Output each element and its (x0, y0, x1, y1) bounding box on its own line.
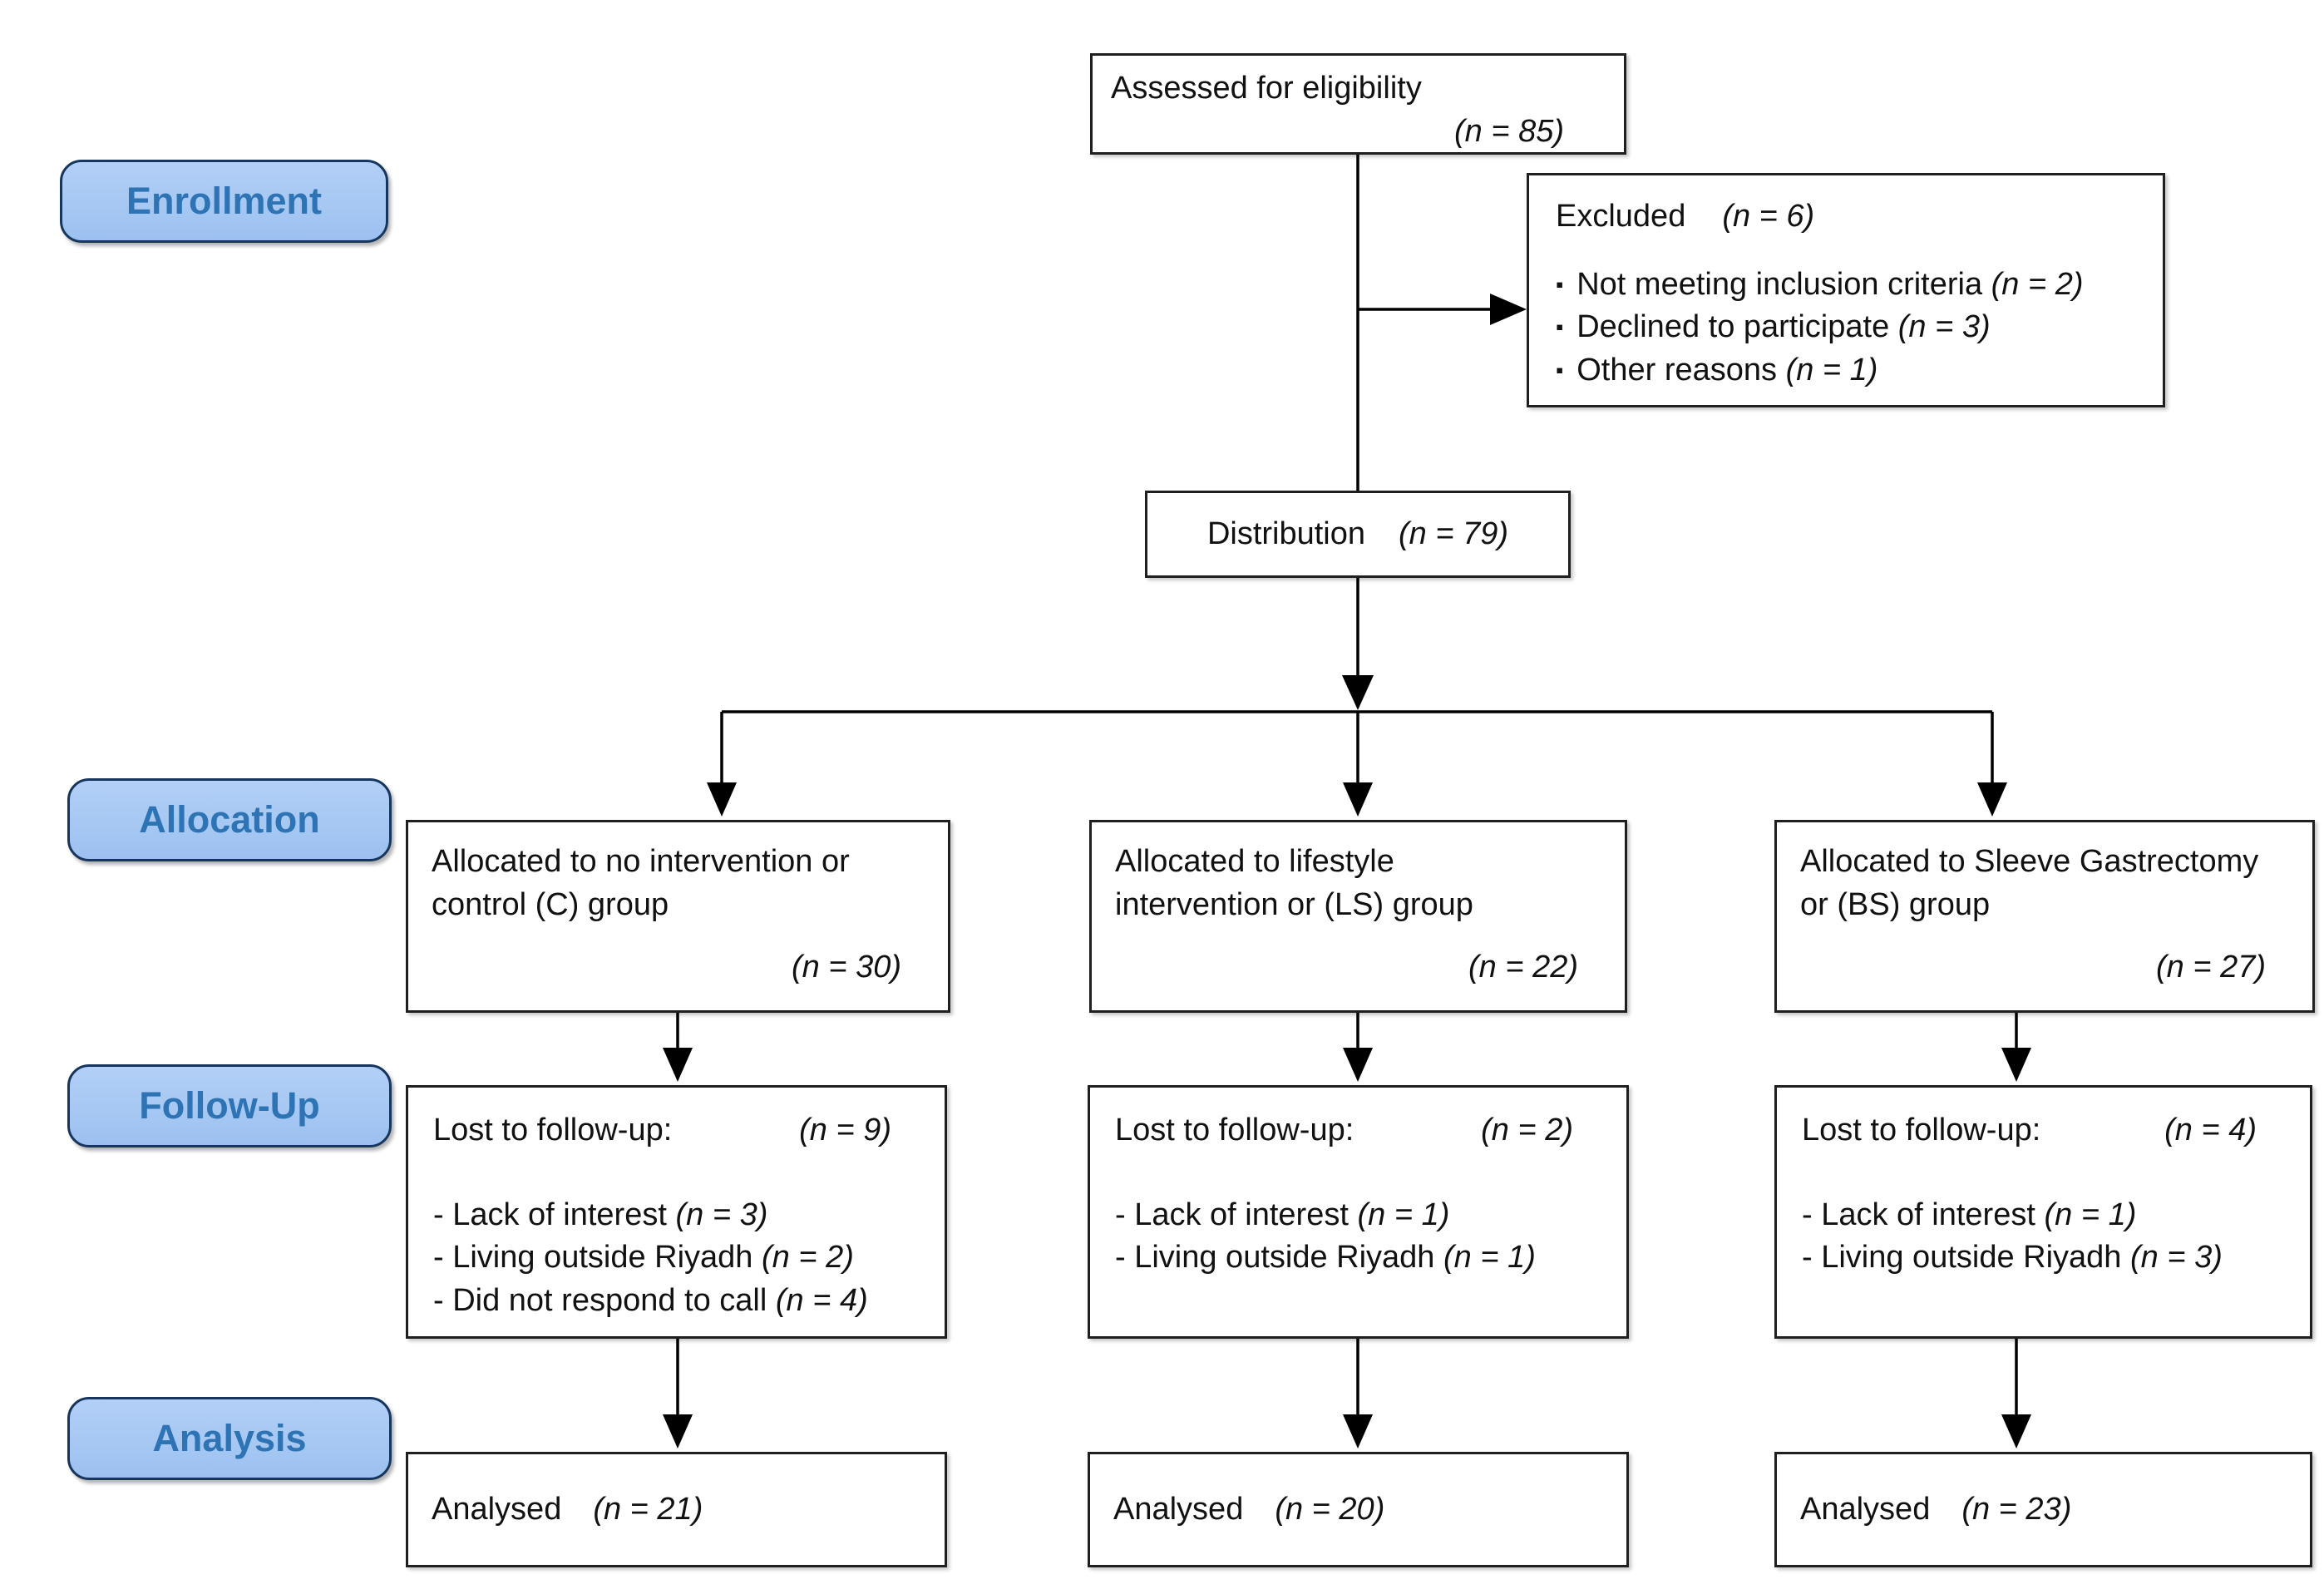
allocation-n: (n = 30) (791, 950, 901, 985)
followup-item: - Lack of interest (n = 1) (1115, 1194, 1601, 1237)
excluded-item-text: Declined to participate (1576, 309, 1898, 345)
followup-item-n: (n = 1) (1443, 1240, 1536, 1276)
analysis-box-surgery: Analysed (n = 23) (1774, 1452, 2312, 1567)
followup-n: (n = 2) (1481, 1113, 1573, 1147)
followup-item: - Did not respond to call (n = 4) (433, 1280, 920, 1323)
assessed-n: (n = 85) (1453, 113, 1564, 149)
arrowhead-icon (2001, 1414, 2031, 1448)
arrowhead-icon (2001, 1048, 2031, 1082)
followup-item: - Living outside Riyadh (n = 2) (433, 1236, 920, 1280)
followup-title: Lost to follow-up: (1115, 1113, 1354, 1147)
followup-item-n: (n = 2) (762, 1240, 854, 1276)
bullet-icon: ▪ (1556, 271, 1564, 297)
allocation-box-surgery: Allocated to Sleeve Gastrectomy or (BS) … (1774, 820, 2315, 1013)
followup-item-text: - Did not respond to call (433, 1283, 776, 1319)
arrowhead-icon (1977, 782, 2007, 817)
analysis-box-lifestyle: Analysed (n = 20) (1088, 1452, 1629, 1567)
arrowhead-icon (1343, 782, 1373, 817)
followup-item-text: - Living outside Riyadh (1115, 1240, 1443, 1276)
arrowhead-icon (1342, 675, 1374, 710)
allocation-box-control: Allocated to no intervention or control … (406, 820, 950, 1013)
analysis-box-control: Analysed (n = 21) (406, 1452, 947, 1567)
followup-box-surgery: Lost to follow-up: (n = 4) - Lack of int… (1774, 1085, 2312, 1339)
followup-item: - Living outside Riyadh (n = 1) (1115, 1236, 1601, 1280)
allocation-line1: Allocated to lifestyle (1115, 844, 1394, 879)
excluded-n: (n = 6) (1722, 199, 1815, 234)
allocation-n: (n = 27) (2155, 950, 2266, 985)
distribution-box: Distribution (n = 79) (1145, 491, 1571, 578)
stage-label-text: Enrollment (126, 180, 323, 222)
allocation-box-lifestyle: Allocated to lifestyle intervention or (… (1089, 820, 1627, 1013)
followup-box-lifestyle: Lost to follow-up: (n = 2) - Lack of int… (1088, 1085, 1629, 1339)
bullet-icon: ▪ (1556, 358, 1564, 383)
excluded-box: Excluded (n = 6) ▪ Not meeting inclusion c… (1527, 173, 2165, 407)
followup-n: (n = 4) (2164, 1113, 2257, 1147)
stage-label-text: Allocation (139, 798, 320, 841)
excluded-item-n: (n = 1) (1785, 353, 1878, 388)
distribution-n: (n = 79) (1399, 516, 1509, 551)
followup-item-n: (n = 3) (2130, 1240, 2223, 1276)
allocation-line1: Allocated to Sleeve Gastrectomy (1800, 844, 2259, 879)
excluded-item-n: (n = 2) (1991, 266, 2084, 302)
distribution-text: Distribution (1206, 516, 1366, 551)
analysis-n: (n = 23) (1961, 1491, 2072, 1527)
stage-label-allocation: Allocation (67, 778, 392, 861)
followup-item: - Living outside Riyadh (n = 3) (1802, 1236, 2285, 1280)
excluded-item-n: (n = 3) (1897, 309, 1991, 345)
followup-item-text: - Living outside Riyadh (433, 1240, 762, 1276)
followup-item: - Lack of interest (n = 1) (1802, 1194, 2285, 1237)
followup-n: (n = 9) (799, 1113, 891, 1147)
analysis-text: Analysed (432, 1491, 562, 1527)
followup-item-text: - Living outside Riyadh (1802, 1240, 2130, 1276)
excluded-item: ▪ Declined to participate (n = 3) (1556, 306, 2136, 349)
arrowhead-icon (1490, 294, 1527, 325)
stage-label-analysis: Analysis (67, 1397, 392, 1480)
analysis-n: (n = 20) (1275, 1491, 1385, 1527)
stage-label-enrollment: Enrollment (60, 160, 388, 243)
arrowhead-icon (1343, 1048, 1373, 1082)
excluded-item: ▪ Other reasons (n = 1) (1556, 349, 2136, 392)
arrowhead-icon (707, 782, 737, 817)
arrowhead-icon (663, 1048, 693, 1082)
arrowhead-icon (1343, 1414, 1373, 1448)
stage-label-followup: Follow-Up (67, 1064, 392, 1147)
analysis-n: (n = 21) (593, 1491, 703, 1527)
followup-item: - Lack of interest (n = 3) (433, 1194, 920, 1237)
followup-box-control: Lost to follow-up: (n = 9) - Lack of int… (406, 1085, 947, 1339)
followup-title: Lost to follow-up: (433, 1113, 673, 1147)
bullet-icon: ▪ (1556, 314, 1564, 340)
allocation-line2: or (BS) group (1800, 886, 1991, 922)
allocation-line2: control (C) group (432, 886, 669, 922)
followup-item-n: (n = 1) (2044, 1197, 2137, 1232)
followup-title: Lost to follow-up: (1802, 1113, 2041, 1147)
followup-item-text: - Lack of interest (1115, 1197, 1358, 1232)
allocation-line2: intervention or (LS) group (1115, 886, 1473, 922)
excluded-item-text: Not meeting inclusion criteria (1576, 266, 1991, 302)
analysis-text: Analysed (1800, 1491, 1931, 1527)
allocation-n: (n = 22) (1468, 950, 1578, 985)
analysis-text: Analysed (1113, 1491, 1244, 1527)
followup-item-n: (n = 3) (675, 1197, 768, 1232)
excluded-item-text: Other reasons (1576, 353, 1786, 388)
arrowhead-icon (663, 1414, 693, 1448)
stage-label-text: Follow-Up (139, 1084, 320, 1127)
followup-item-n: (n = 4) (775, 1283, 868, 1319)
assessed-text: Assessed for eligibility (1111, 71, 1422, 106)
assessed-box: Assessed for eligibility (n = 85) (1090, 53, 1626, 155)
followup-item-n: (n = 1) (1357, 1197, 1450, 1232)
stage-label-text: Analysis (152, 1417, 307, 1459)
allocation-line1: Allocated to no intervention or (432, 844, 850, 879)
excluded-title: Excluded (1556, 199, 1686, 234)
followup-item-text: - Lack of interest (1802, 1197, 2045, 1232)
followup-item-text: - Lack of interest (433, 1197, 676, 1232)
excluded-item: ▪ Not meeting inclusion criteria (n = 2) (1556, 264, 2136, 307)
